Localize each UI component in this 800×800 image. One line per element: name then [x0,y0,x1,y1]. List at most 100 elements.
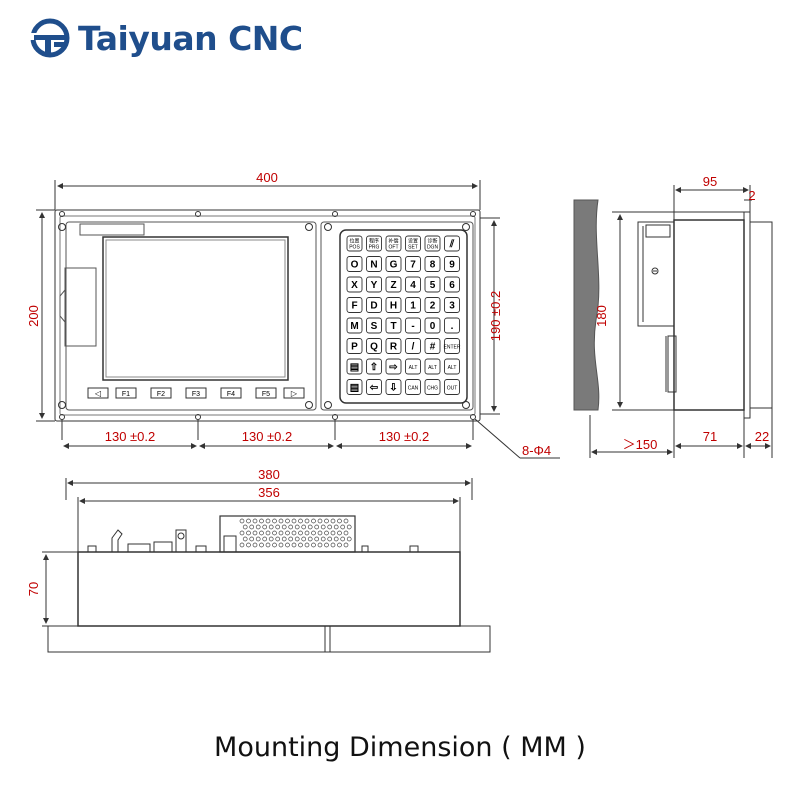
vent-hole [278,530,284,536]
keypad-key-label: ALT [428,365,437,371]
vent-hole [252,542,258,548]
keypad-key: X [346,276,363,293]
vent-hole [304,530,310,536]
keypad-key: Q [366,338,382,354]
vent-hole [278,518,284,524]
brand-mark-icon [28,18,70,58]
vent-hole [246,542,251,548]
vent-hole [249,524,255,530]
keypad-key-label: R [390,342,398,353]
keypad-key: F [346,297,363,313]
keypad-key: P [346,338,363,354]
vent-hole [330,530,336,536]
keypad-key: D [366,297,382,313]
vent-hole [265,542,271,548]
keypad-key: CHG [424,379,441,395]
keypad-key-label: 7 [410,260,416,271]
vent-hole [317,518,323,524]
vent-hole [307,524,313,530]
vent-hole [239,518,245,524]
dim-outer-width: 380 [258,467,280,482]
vent-hole [314,536,320,542]
vent-hole [259,530,264,536]
keypad-key-label: 6 [449,280,455,291]
vent-hole [265,518,271,524]
keypad-key-label: # [430,342,436,353]
svg-text:▷: ▷ [291,389,298,398]
keypad-key: ENTER [444,338,461,354]
vent-hole [333,536,339,542]
keypad-key-label: 5 [430,280,436,291]
keypad-key-label: X [351,280,358,291]
dim-flange: 2 [748,188,755,203]
dim-hole-pitch-2: 130 ±0.2 [242,429,293,444]
svg-text:◁: ◁ [95,389,102,398]
vent-hole [301,536,307,542]
brand-logo: Taiyuan CNC [28,14,303,62]
vent-hole [285,530,290,536]
vent-hole [288,524,294,530]
vent-hole [320,524,326,530]
vent-hole [337,518,342,524]
keypad-key-label: ENTER [444,345,461,351]
keypad-key-label: 0 [430,321,436,332]
vent-hole [291,542,297,548]
softkey-f5: F5 [255,387,277,399]
keypad-key: - [405,317,421,334]
keypad-key-label: ⫽ [449,238,455,250]
keypad-key: M [346,317,363,334]
dim-mount-holes: 8-Φ4 [522,443,551,458]
keypad-key-label: / [412,342,415,353]
keypad-key-label: N [370,260,377,271]
keypad-key: H [385,297,402,313]
vent-hole [340,536,346,542]
keypad-key-label: ⇩ [389,383,397,394]
keypad-key-label: O [351,260,359,271]
bottom-view [42,478,491,653]
dim-clearance: ＞150 [623,437,658,452]
side-view [573,185,773,458]
vent-hole [327,524,333,530]
vent-hole [272,530,277,536]
keypad-key-label: D [370,301,377,312]
keypad-key-label: T [390,321,396,332]
vent-hole [246,530,251,536]
softkey-f4: F4 [220,387,242,399]
vent-hole [239,542,245,548]
vent-hole [343,542,349,548]
mount-holes [58,211,476,420]
keypad-key-label: 9 [449,260,455,271]
keypad-key-label: Z [390,280,396,291]
vent-hole [324,518,329,524]
softkey-f2: F2 [150,387,172,399]
keypad-key: ▤ [346,358,363,375]
dim-hole-pitch-3: 130 ±0.2 [379,429,430,444]
svg-text:F3: F3 [192,391,200,398]
keypad-key-label: 8 [430,260,436,271]
vent-hole [343,530,349,536]
keypad-key: / [405,338,421,354]
keypad-key-label: S [371,321,378,332]
vent-hole [272,542,277,548]
svg-text:F2: F2 [157,391,165,398]
dim-side-depth: 95 [703,174,717,189]
vent-hole [324,542,329,548]
vent-hole [268,524,274,530]
keypad-key-label: ⇦ [369,383,379,394]
vent-hole [275,524,281,530]
keypad-key: 6 [444,276,460,293]
keypad-key-label: 1 [410,301,416,312]
vent-hole [252,518,258,524]
keypad-key: ⇩ [385,379,402,395]
keypad-key: N [366,256,382,272]
vent-hole [249,536,255,542]
keypad-key: ⫽ [444,235,460,252]
